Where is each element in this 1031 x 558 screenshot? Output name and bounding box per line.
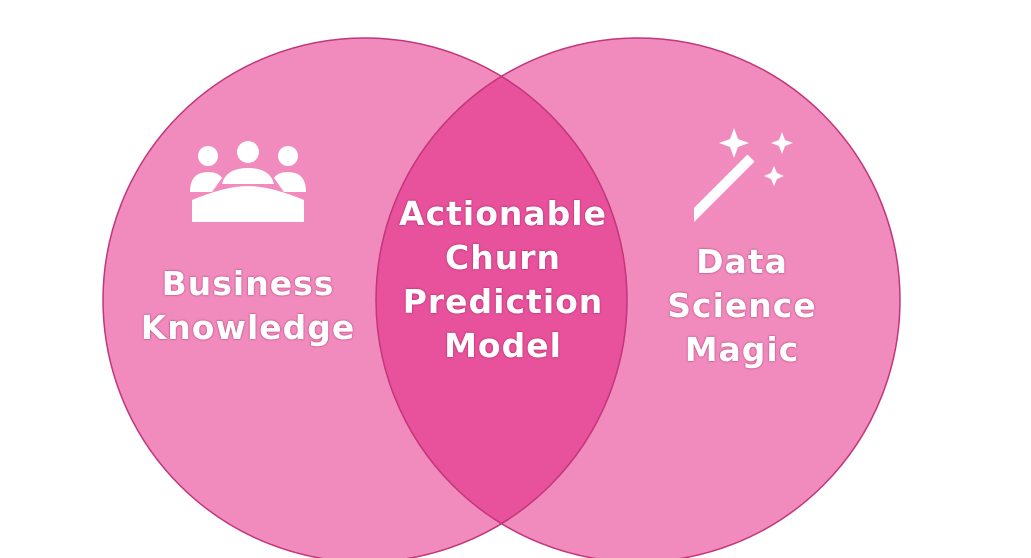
label-line: Prediction — [402, 282, 604, 321]
label-line: Magic — [684, 330, 800, 369]
meeting-people-icon — [190, 141, 306, 222]
magic-wand-icon — [694, 128, 793, 222]
right-circle-outline — [375, 37, 901, 558]
overlap-region — [376, 38, 627, 558]
label-line: Data — [696, 242, 788, 281]
left-circle-outline — [102, 37, 628, 558]
label-line: Churn — [445, 238, 561, 277]
label-line: Science — [667, 286, 817, 325]
business-knowledge-label: Business Knowledge — [108, 262, 388, 350]
intersection-label: Actionable Churn Prediction Model — [378, 192, 628, 368]
label-line: Model — [444, 326, 562, 365]
label-line: Business — [161, 264, 335, 303]
label-line: Knowledge — [140, 308, 356, 347]
data-science-magic-label: Data Science Magic — [612, 240, 872, 372]
label-line: Actionable — [399, 194, 607, 233]
